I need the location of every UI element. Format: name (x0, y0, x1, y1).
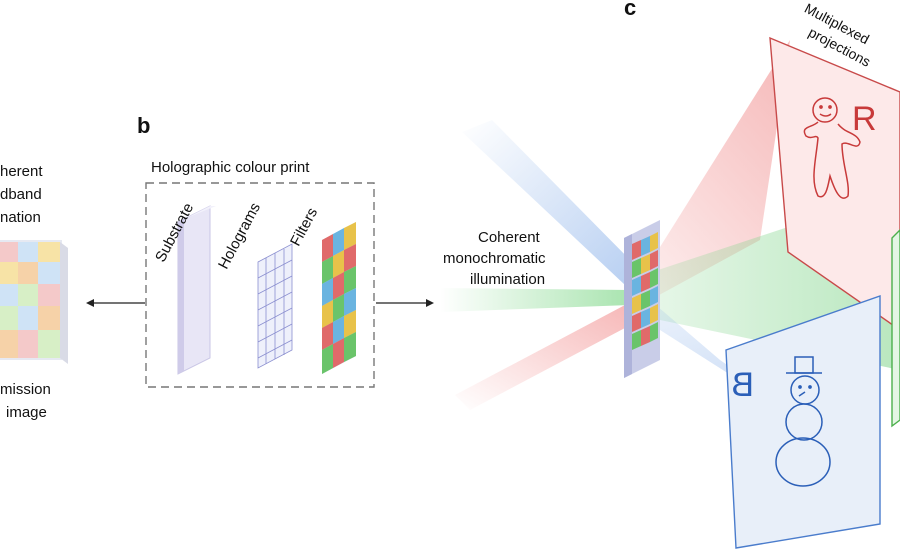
arrow-left (86, 299, 145, 307)
left-bottom-line1: mission (0, 381, 51, 398)
left-label-line3: nation (0, 209, 41, 226)
print-box-title: Holographic colour print (151, 159, 310, 176)
panel-label-b: b (137, 113, 151, 138)
left-label-line1: herent (0, 163, 43, 180)
substrate-layer (177, 205, 216, 375)
red-beam (455, 305, 640, 410)
holograms-layer (257, 243, 293, 369)
green-projection-screen (891, 229, 900, 428)
blue-beam (462, 120, 640, 285)
transmission-image (0, 240, 68, 364)
green-beam (440, 288, 630, 312)
gingerbread-figure (803, 97, 861, 199)
center-print (624, 220, 660, 378)
filters-layer (322, 222, 356, 374)
illumination-line3: illumination (470, 271, 546, 288)
left-label-line2: dband (0, 186, 42, 203)
red-letter: R (852, 100, 877, 138)
red-cone (650, 40, 790, 300)
left-bottom-line2: image (6, 404, 47, 421)
panel-label-c: c (624, 0, 637, 20)
arrow-right (376, 299, 434, 307)
illumination-line1: Coherent (478, 229, 540, 246)
snowman-figure (775, 356, 831, 487)
blue-projection-screen: B (725, 295, 881, 549)
illumination-line2: monochromatic (443, 250, 546, 267)
blue-letter: B (731, 366, 754, 404)
print-box-border (145, 182, 375, 388)
red-projection-screen: R (769, 36, 900, 331)
